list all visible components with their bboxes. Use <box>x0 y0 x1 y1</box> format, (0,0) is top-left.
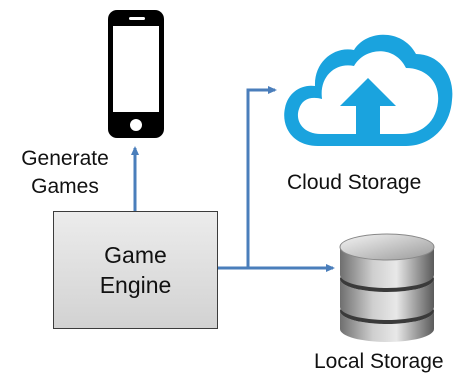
game-engine-box: Game Engine <box>53 211 218 329</box>
database-icon <box>339 233 435 342</box>
game-engine-label-line1: Game <box>104 242 167 268</box>
generate-games-line1: Generate <box>21 147 109 170</box>
cloud-upload-icon <box>284 34 453 146</box>
local-storage-label: Local Storage <box>314 350 444 373</box>
cloud-storage-label: Cloud Storage <box>287 171 422 194</box>
generate-games-label: Generate Games <box>10 145 120 201</box>
arrow-to-cloud <box>218 86 277 270</box>
generate-games-line2: Games <box>31 175 99 198</box>
game-engine-label-line2: Engine <box>99 272 172 298</box>
smartphone-icon <box>108 10 164 138</box>
